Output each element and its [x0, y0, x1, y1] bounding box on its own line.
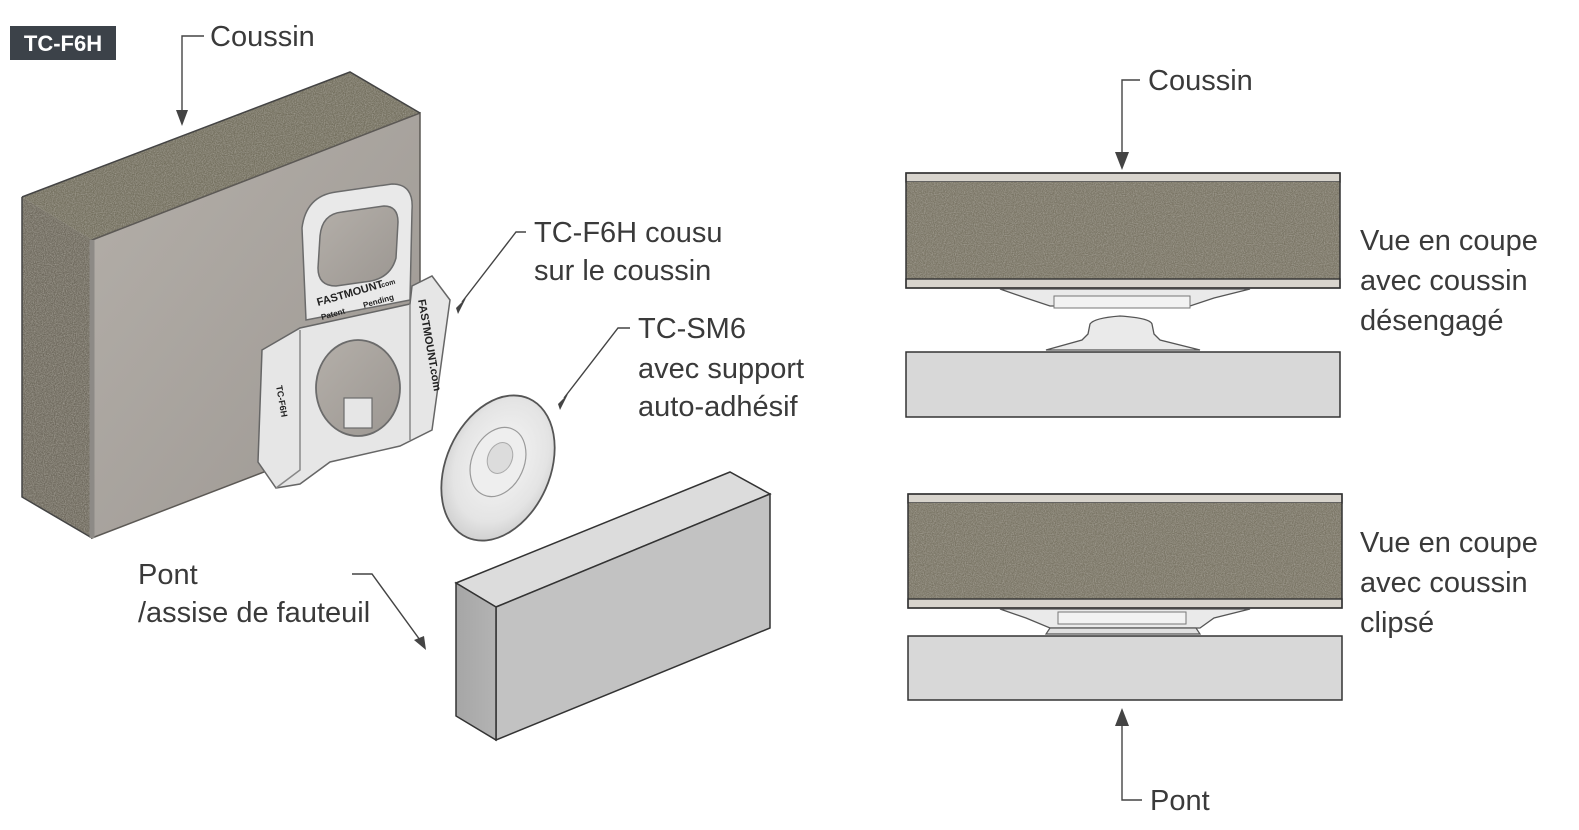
label-base-section: Pont: [1115, 708, 1210, 817]
clip-brand-suffix: .com: [379, 279, 397, 290]
clipped-caption-line-2: avec coussin: [1360, 567, 1528, 599]
base-side-face: [455, 581, 497, 742]
badge-background: [10, 26, 116, 60]
section-base-label: Pont: [1150, 785, 1210, 817]
section1-bottom-fabric: [905, 278, 1341, 289]
section2-base: [907, 635, 1343, 701]
stud-label-line-3: auto-adhésif: [638, 391, 799, 423]
clip-tc-f6h: FASTMOUNT .com Patent Pending FASTMOUNT.…: [257, 183, 451, 489]
section1-stud: [1045, 315, 1201, 351]
clip-keyhole: [315, 339, 401, 437]
section2-stud: [1044, 627, 1202, 635]
section-view-disengaged: [905, 172, 1341, 418]
label-cushion-exploded: Coussin: [176, 21, 315, 126]
cushion-side-texture: [22, 197, 92, 538]
section-cushion-label: Coussin: [1148, 65, 1253, 97]
cushion-label: Coussin: [210, 21, 315, 53]
clip-label-line-2: sur le coussin: [534, 255, 711, 287]
disengaged-caption-line-2: avec coussin: [1360, 265, 1528, 297]
clip-tab-hole: [317, 205, 399, 287]
label-clip-exploded: TC-F6H cousu sur le coussin: [456, 217, 723, 314]
badge-text: TC-F6H: [24, 31, 102, 56]
caption-disengaged: Vue en coupe avec coussin désengagé: [1360, 225, 1538, 337]
cushion-top-texture: [22, 72, 420, 240]
section2-top-fabric: [907, 493, 1343, 504]
base-block-3d: [454, 471, 772, 742]
section2-bottom-fabric: [907, 598, 1343, 609]
clipped-caption-line-1: Vue en coupe: [1360, 527, 1538, 559]
caption-clipped: Vue en coupe avec coussin clipsé: [1360, 527, 1538, 639]
model-badge: TC-F6H: [10, 26, 116, 60]
section-view-clipped: [907, 493, 1343, 701]
label-stud-exploded: TC-SM6 avec support auto-adhésif: [558, 313, 804, 423]
section1-base: [905, 351, 1341, 418]
disengaged-caption-line-3: désengagé: [1360, 305, 1504, 337]
base-label-line-1: Pont: [138, 559, 198, 591]
section1-top-fabric: [905, 172, 1341, 183]
stud-label-line-1: TC-SM6: [638, 313, 746, 345]
clipped-caption-line-3: clipsé: [1360, 607, 1434, 639]
clip-label-line-1: TC-F6H cousu: [534, 217, 723, 249]
stud-tc-sm6: [440, 394, 556, 542]
base-label-line-2: /assise de fauteuil: [138, 597, 370, 629]
label-base-exploded: Pont /assise de fauteuil: [138, 559, 426, 650]
stud-label-line-2: avec support: [638, 353, 804, 385]
label-cushion-section: Coussin: [1115, 65, 1253, 170]
disengaged-caption-line-1: Vue en coupe: [1360, 225, 1538, 257]
